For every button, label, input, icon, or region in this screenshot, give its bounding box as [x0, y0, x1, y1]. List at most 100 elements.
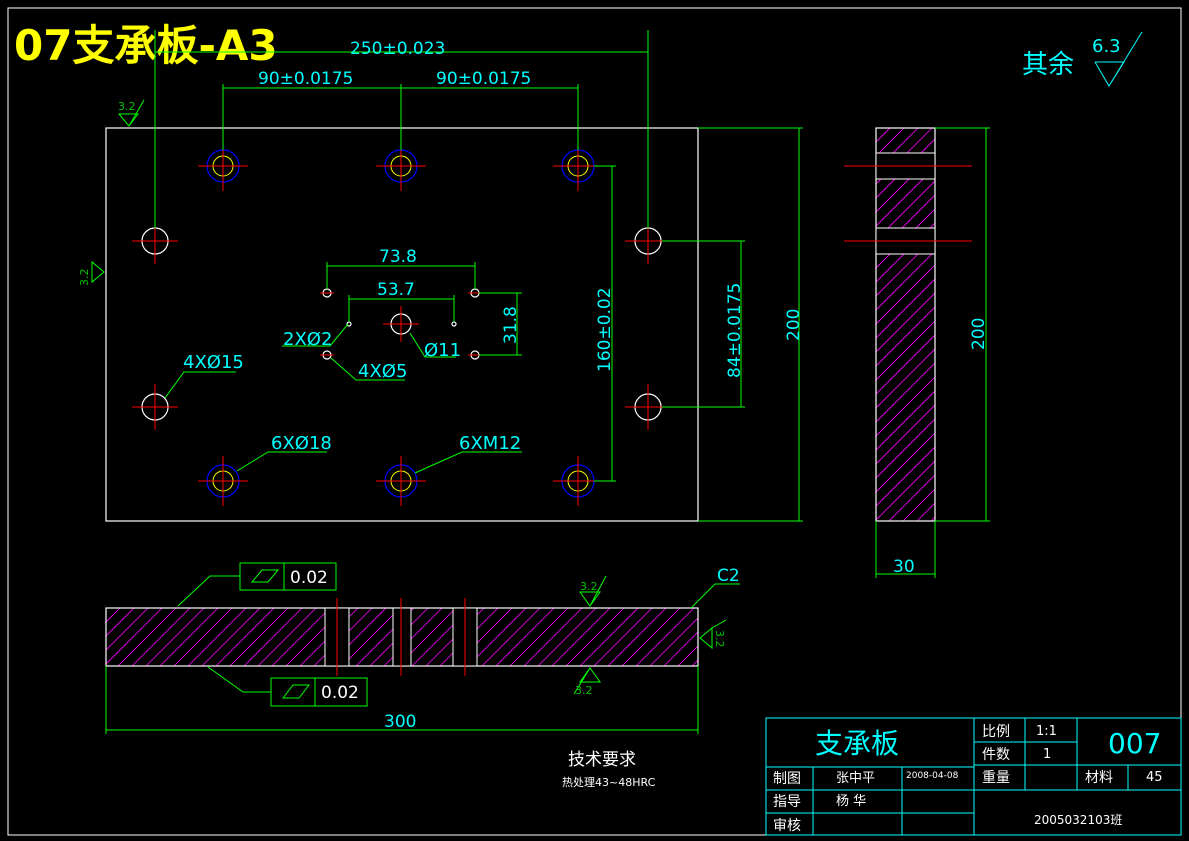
side-view-outline [875, 127, 936, 522]
hatch-line [876, 128, 919, 171]
front-view-outline [105, 127, 699, 522]
callout-6xm12: 6XM12 [459, 433, 521, 454]
tech-text: 热处理43~48HRC [562, 776, 656, 789]
hatch-line [106, 608, 121, 623]
hatch-line [876, 320, 935, 381]
hatch-line [748, 608, 806, 666]
hatch-line [159, 608, 219, 666]
hatch-line [607, 608, 667, 666]
hatch-line [876, 128, 877, 129]
roughness-mark-left: 3.2 [78, 269, 91, 287]
hatch-line [677, 645, 698, 666]
hatch-line [1015, 128, 1189, 521]
hatch-line [876, 208, 935, 269]
front-view: 250±0.023 90±0.0175 90±0.0175 73.8 53.7 … [78, 30, 804, 522]
tb-drawn-date: 2008-04-08 [906, 771, 959, 781]
tb-scale-label: 比例 [982, 724, 1010, 740]
dim-30: 30 [893, 557, 915, 577]
hatch-line [106, 608, 149, 651]
hatch-line [106, 608, 107, 609]
hatch-line [621, 608, 681, 666]
roughness-symbol-icon [1094, 31, 1143, 87]
hatch-line [876, 152, 935, 213]
hatch-line [876, 432, 935, 493]
hatch-line [106, 608, 163, 665]
hatch-line [663, 631, 698, 666]
title-block: 支承板 比例 1:1 件数 1 007 制图 张中平 2008-04-08 重量… [765, 717, 1182, 836]
dim-250: 250±0.023 [350, 39, 445, 59]
dim-90-left: 90±0.0175 [258, 69, 353, 89]
dim-53-7: 53.7 [377, 280, 415, 300]
sheet-border [7, 7, 1182, 836]
hatch-line [876, 180, 935, 241]
hatch-line [341, 608, 401, 666]
tb-qty-label: 件数 [982, 747, 1010, 763]
hatch-line [106, 608, 135, 637]
counterbore-hole [198, 456, 248, 506]
tb-scale-value: 1:1 [1036, 724, 1057, 739]
hatch-line [243, 608, 303, 666]
callout-2x2: 2XØ2 [283, 329, 332, 350]
hatch-line [1141, 128, 1189, 521]
chamfer-label: C2 [717, 566, 740, 586]
bottom-view-hatch [106, 608, 806, 666]
dim-300: 300 [384, 712, 416, 732]
hatch-line [876, 166, 935, 227]
hatch-line [902, 488, 935, 521]
hatch-line [467, 608, 527, 666]
hatch-line [593, 608, 653, 666]
roughness-mark-top: 3.2 [118, 100, 136, 113]
drawing-title: 07支承板-A3 [14, 21, 278, 70]
callout-11: Ø11 [424, 340, 461, 361]
roughness-mark-bottom-top: 3.2 [580, 580, 598, 593]
hatch-line [579, 608, 639, 666]
tb-class-no: 2005032103班 [1034, 813, 1122, 827]
center-holes [320, 288, 482, 360]
hatch-line [1113, 128, 1189, 521]
dim-200-side: 200 [969, 318, 989, 350]
flatness-icon [250, 569, 280, 583]
hatch-line [1085, 128, 1189, 521]
hatch-line [959, 128, 1189, 521]
hatch-line [876, 460, 935, 521]
hatch-line [565, 608, 625, 666]
hatch-line [876, 250, 935, 311]
general-roughness: 其余 6.3 [1022, 31, 1143, 87]
hatch-line [876, 390, 935, 451]
hatch-line [481, 608, 541, 666]
dim-84: 84±0.0175 [725, 283, 745, 378]
hatch-line [495, 608, 555, 666]
hatch-line [117, 608, 177, 666]
hatch-line [987, 128, 1189, 521]
hatch-line [145, 608, 205, 666]
dim-160: 160±0.02 [595, 287, 615, 372]
hatch-line [523, 608, 583, 666]
dim-31-8: 31.8 [501, 306, 521, 344]
hatch-line [876, 418, 935, 479]
roughness-mark-bottom-right: 3.2 [713, 630, 726, 648]
dim-90-right: 90±0.0175 [436, 69, 531, 89]
hatch-line [876, 128, 905, 157]
hatch-line [1029, 128, 1189, 521]
roughness-mark-bottom-under: 3.2 [575, 684, 593, 697]
tb-part-name: 支承板 [815, 727, 899, 760]
hatch-line [973, 128, 1189, 521]
dim-200: 200 [784, 309, 804, 341]
flatness-icon [281, 684, 311, 699]
through-holes [132, 218, 671, 430]
flatness-top: 0.02 [177, 562, 337, 607]
hatch-line [876, 128, 891, 143]
tb-material-value: 45 [1146, 770, 1163, 785]
hatch-line [876, 334, 935, 395]
hatch-line [876, 306, 935, 367]
hatch-line [876, 278, 935, 339]
hatch-line [187, 608, 247, 666]
hatch-line [201, 608, 261, 666]
hatch-line [215, 608, 275, 666]
tb-drawn-by: 张中平 [836, 771, 875, 786]
hatch-line [1155, 128, 1189, 521]
hatch-line [1043, 128, 1189, 521]
hatch-line [1001, 128, 1189, 521]
hatch-line [720, 608, 778, 666]
